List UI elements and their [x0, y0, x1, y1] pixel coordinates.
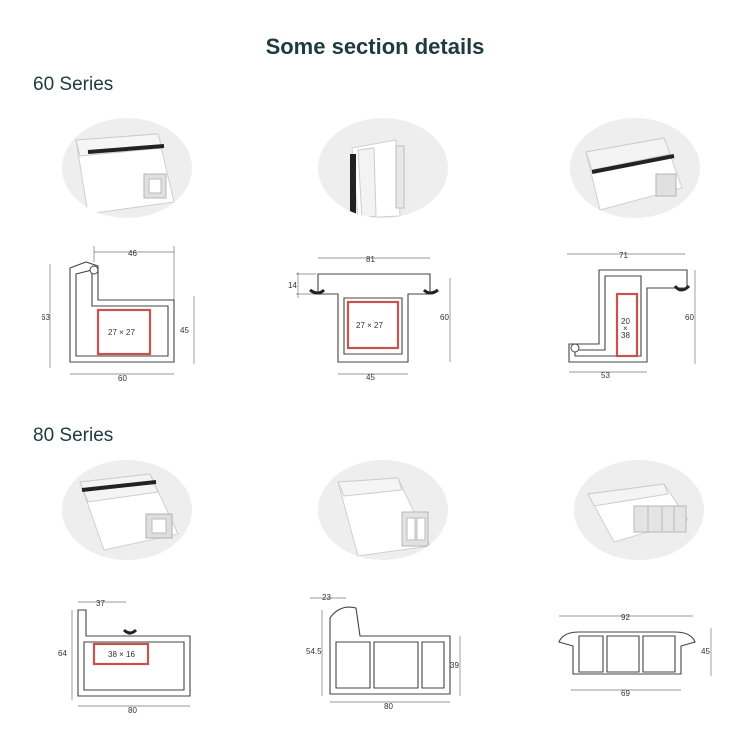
dim-top: 92 [621, 613, 630, 622]
dim-bottom: 69 [621, 689, 630, 698]
section-drawing-80-a: 37 64 80 38 × 16 [58, 599, 191, 715]
profile-photo-60-c [570, 118, 700, 218]
section-drawing-80-c: 92 45 69 [558, 613, 712, 698]
dim-left: 54.5 [306, 647, 322, 656]
section-drawing-60-a: 46 63 45 60 27 × 27 [42, 246, 195, 383]
dim-right: 39 [450, 661, 459, 670]
profile-photo-60-a [62, 118, 192, 218]
dim-bottom: 45 [366, 373, 375, 382]
inner-dim-x: × [623, 324, 628, 333]
dim-left: 63 [42, 313, 50, 322]
series-60-label: 60 Series [33, 74, 114, 95]
dim-bottom: 53 [601, 371, 610, 380]
dim-top: 23 [322, 593, 331, 602]
section-drawing-60-b: 81 14 60 45 27 × 27 [288, 255, 451, 382]
profile-photo-80-b [318, 460, 448, 560]
dim-right: 60 [440, 313, 449, 322]
dim-top: 46 [128, 249, 137, 258]
dim-bottom: 60 [118, 374, 127, 383]
steel-size: 38 × 16 [108, 650, 135, 659]
section-drawing-80-b: 23 54.5 39 80 [306, 593, 461, 711]
page-title: Some section details [265, 34, 485, 59]
profile-photo-60-b [318, 118, 448, 218]
dim-left: 64 [58, 649, 67, 658]
dim-right: 45 [180, 326, 189, 335]
dim-top: 81 [366, 255, 375, 264]
inner-dim-a: 20 [621, 317, 630, 326]
dim-bottom: 80 [384, 702, 393, 711]
dim-top: 71 [619, 251, 628, 260]
steel-size: 27 × 27 [356, 321, 383, 330]
dim-right: 60 [685, 313, 694, 322]
profile-photo-80-a [62, 460, 192, 560]
dim-left: 14 [288, 281, 297, 290]
series-80-label: 80 Series [33, 425, 114, 446]
inner-dim-b: 38 [621, 331, 630, 340]
steel-size: 27 × 27 [108, 328, 135, 337]
profile-photo-80-c [574, 460, 704, 560]
section-drawing-60-c: 71 60 53 20 × 38 [567, 251, 696, 380]
dim-right: 45 [701, 647, 710, 656]
dim-bottom: 80 [128, 706, 137, 715]
dim-top: 37 [96, 599, 105, 608]
